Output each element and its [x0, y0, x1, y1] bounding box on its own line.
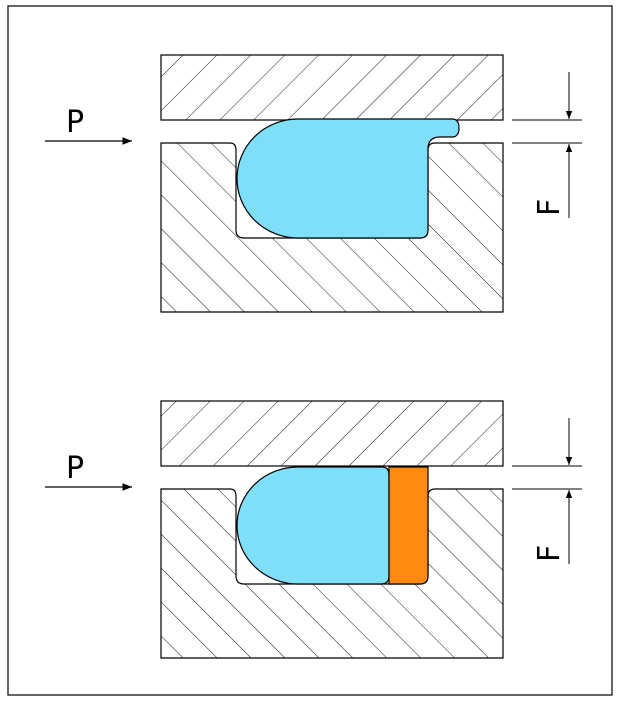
backup-ring — [388, 466, 429, 585]
gap-label: F — [532, 545, 567, 562]
gap-label: F — [532, 199, 567, 216]
upper-plate — [160, 54, 504, 121]
diagram-top: P F — [45, 54, 582, 313]
diagram-bottom: P F — [45, 400, 582, 659]
upper-plate — [160, 400, 504, 467]
seal — [236, 118, 460, 239]
pressure-label: P — [66, 451, 84, 486]
seal — [236, 466, 390, 585]
pressure-label: P — [66, 105, 84, 140]
frame-border — [7, 5, 613, 696]
